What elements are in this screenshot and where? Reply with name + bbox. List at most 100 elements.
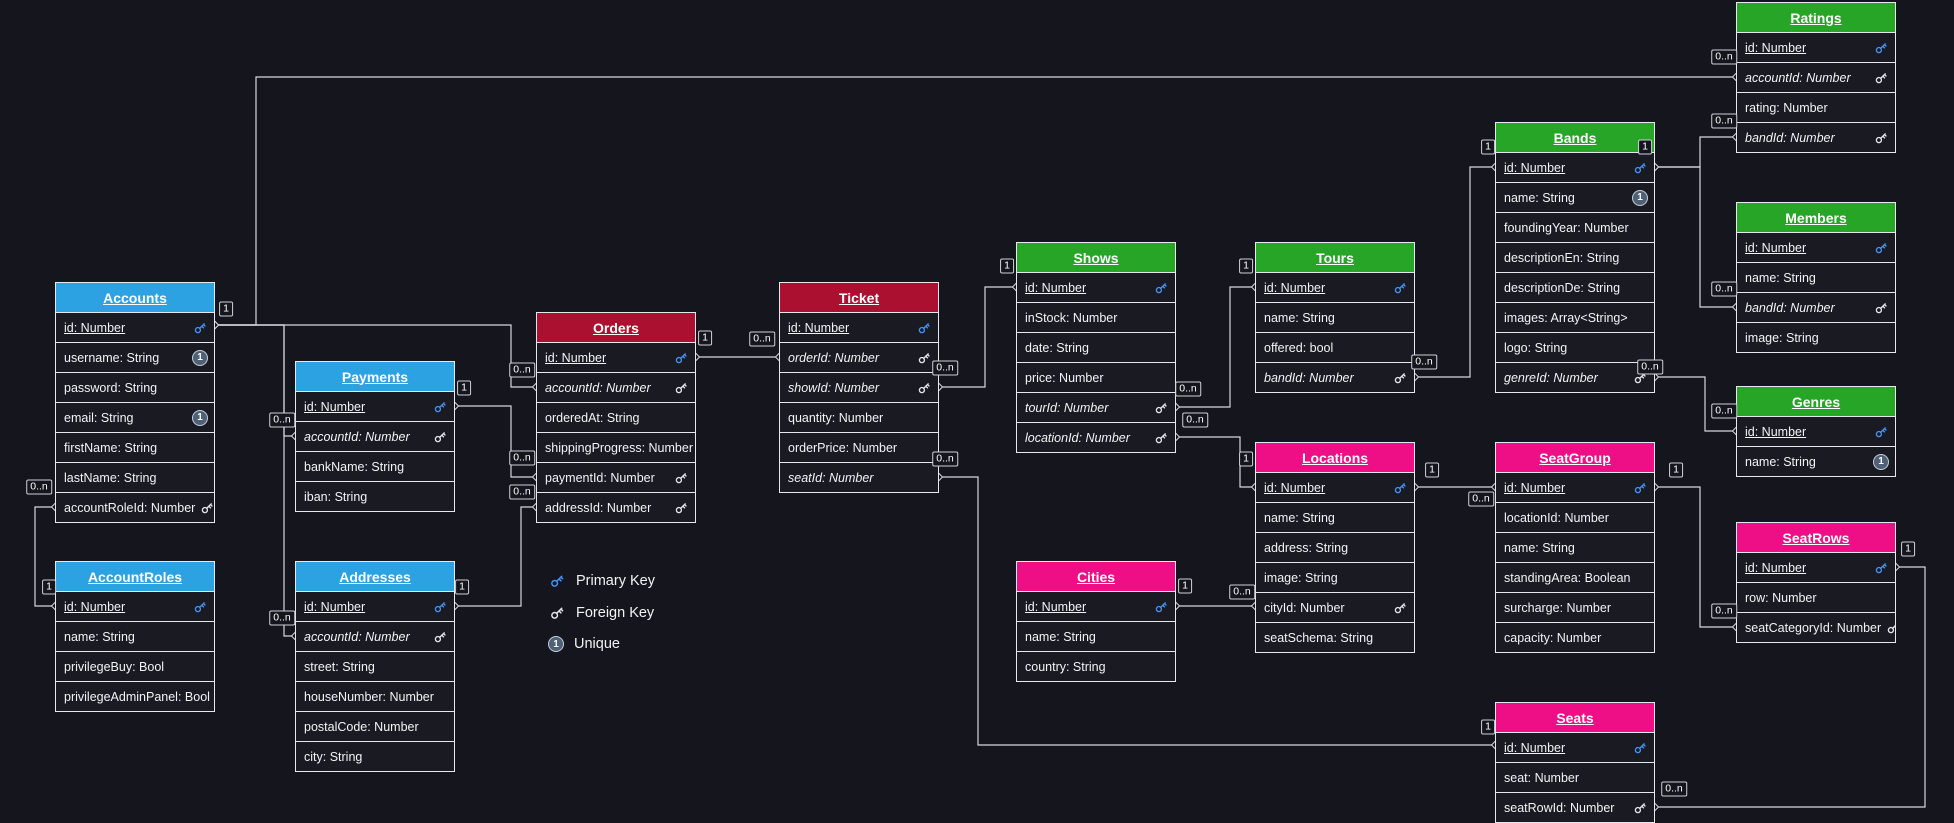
table-row[interactable]: id: Number	[296, 591, 454, 621]
table-row[interactable]: seatSchema: String	[1256, 622, 1414, 652]
table-row[interactable]: locationId: Number	[1017, 422, 1175, 452]
relationship-line-payments-orders[interactable]	[450, 401, 541, 482]
table-title[interactable]: Tours	[1256, 243, 1414, 272]
table-title[interactable]: Ratings	[1737, 3, 1895, 32]
table-row[interactable]: iban: String	[296, 481, 454, 511]
table-row[interactable]: country: String	[1017, 651, 1175, 681]
table-row[interactable]: foundingYear: Number	[1496, 212, 1654, 242]
table-row[interactable]: houseNumber: Number	[296, 681, 454, 711]
table-row[interactable]: showId: Number	[780, 372, 938, 402]
table-row[interactable]: seatCategoryId: Number	[1737, 612, 1895, 642]
table-row[interactable]: id: Number	[537, 342, 695, 372]
table-row[interactable]: name: String	[1256, 502, 1414, 532]
table-row[interactable]: inStock: Number	[1017, 302, 1175, 332]
relationship-line-ticket-shows[interactable]	[934, 282, 1021, 392]
table-row[interactable]: quantity: Number	[780, 402, 938, 432]
table-row[interactable]: cityId: Number	[1256, 592, 1414, 622]
table-row[interactable]: rating: Number	[1737, 92, 1895, 122]
table-row[interactable]: price: Number	[1017, 362, 1175, 392]
table-row[interactable]: name: String	[1496, 532, 1654, 562]
table-row[interactable]: id: Number	[1496, 152, 1654, 182]
table-title[interactable]: Shows	[1017, 243, 1175, 272]
table-row[interactable]: id: Number	[1496, 472, 1654, 502]
table-row[interactable]: name: String	[1256, 302, 1414, 332]
table-row[interactable]: id: Number	[1737, 32, 1895, 62]
table-row[interactable]: firstName: String	[56, 432, 214, 462]
table-row[interactable]: genreId: Number	[1496, 362, 1654, 392]
table-row[interactable]: id: Number	[1737, 552, 1895, 582]
table-row[interactable]: date: String	[1017, 332, 1175, 362]
relationship-line-shows-tours[interactable]	[1171, 282, 1260, 412]
table-row[interactable]: seatRowId: Number	[1496, 792, 1654, 822]
table-row[interactable]: id: Number	[1017, 591, 1175, 621]
relationship-line-accounts-accountroles[interactable]	[34, 502, 60, 611]
table-row[interactable]: orderPrice: Number	[780, 432, 938, 462]
table-row[interactable]: accountId: Number	[296, 421, 454, 451]
relationship-line-bands-genres[interactable]	[1650, 372, 1741, 436]
table-row[interactable]: id: Number	[1256, 272, 1414, 302]
table-row[interactable]: accountId: Number	[1737, 62, 1895, 92]
table-row[interactable]: lastName: String	[56, 462, 214, 492]
relationship-line-bands-members[interactable]	[1650, 162, 1741, 312]
table-row[interactable]: id: Number	[1737, 416, 1895, 446]
table-row[interactable]: name: String	[56, 621, 214, 651]
table-title[interactable]: SeatGroup	[1496, 443, 1654, 472]
table-row[interactable]: surcharge: Number	[1496, 592, 1654, 622]
table-title[interactable]: Addresses	[296, 562, 454, 591]
table-row[interactable]: descriptionDe: String	[1496, 272, 1654, 302]
table-row[interactable]: capacity: Number	[1496, 622, 1654, 652]
table-row[interactable]: row: Number	[1737, 582, 1895, 612]
table-row[interactable]: images: Array<String>	[1496, 302, 1654, 332]
table-row[interactable]: id: Number	[1017, 272, 1175, 302]
table-row[interactable]: city: String	[296, 741, 454, 771]
relationship-line-bands-ratings[interactable]	[1650, 132, 1741, 172]
table-title[interactable]: Payments	[296, 362, 454, 391]
table-title[interactable]: Cities	[1017, 562, 1175, 591]
relationship-line-accounts-addresses[interactable]	[210, 320, 300, 641]
table-row[interactable]: bandId: Number	[1256, 362, 1414, 392]
table-title[interactable]: SeatRows	[1737, 523, 1895, 552]
table-title[interactable]: Members	[1737, 203, 1895, 232]
table-row[interactable]: descriptionEn: String	[1496, 242, 1654, 272]
table-title[interactable]: Accounts	[56, 283, 214, 312]
table-row[interactable]: street: String	[296, 651, 454, 681]
table-title[interactable]: Bands	[1496, 123, 1654, 152]
table-row[interactable]: orderedAt: String	[537, 402, 695, 432]
table-row[interactable]: image: String	[1737, 322, 1895, 352]
table-row[interactable]: id: Number	[1496, 732, 1654, 762]
table-title[interactable]: Locations	[1256, 443, 1414, 472]
table-row[interactable]: bandId: Number	[1737, 292, 1895, 322]
relationship-line-tours-bands[interactable]	[1410, 162, 1500, 382]
table-row[interactable]: password: String	[56, 372, 214, 402]
table-row[interactable]: seat: Number	[1496, 762, 1654, 792]
table-row[interactable]: logo: String	[1496, 332, 1654, 362]
table-row[interactable]: orderId: Number	[780, 342, 938, 372]
relationship-line-addresses-orders[interactable]	[450, 502, 541, 611]
table-title[interactable]: Ticket	[780, 283, 938, 312]
table-row[interactable]: postalCode: Number	[296, 711, 454, 741]
relationship-line-accounts-ratings[interactable]	[210, 72, 1741, 330]
table-row[interactable]: address: String	[1256, 532, 1414, 562]
table-row[interactable]: id: Number	[56, 312, 214, 342]
table-row[interactable]: bankName: String	[296, 451, 454, 481]
table-row[interactable]: name: String	[1737, 262, 1895, 292]
table-row[interactable]: privilegeBuy: Bool	[56, 651, 214, 681]
